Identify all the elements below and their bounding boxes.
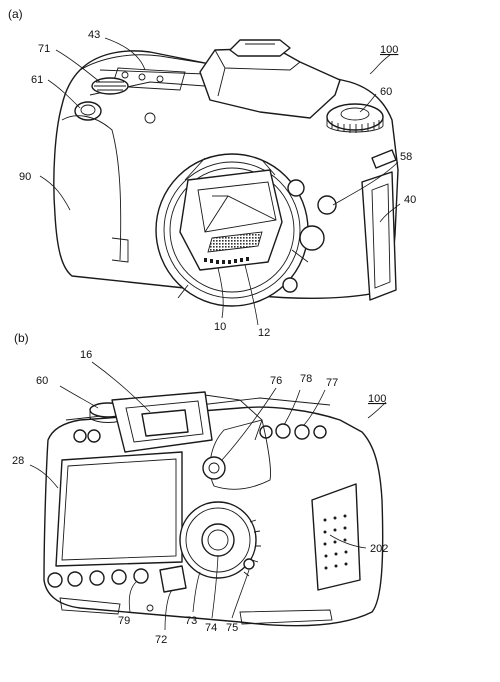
label-b-73: 73 xyxy=(185,615,197,627)
speaker-grille-b xyxy=(323,514,348,570)
label-a-60: 60 xyxy=(380,86,392,98)
label-a-61: 61 xyxy=(31,74,43,86)
label-a-58: 58 xyxy=(400,151,412,163)
panel-b-label: (b) xyxy=(14,331,29,345)
label-b-72: 72 xyxy=(155,634,167,646)
label-a-43: 43 xyxy=(88,29,100,41)
joystick-b xyxy=(202,456,226,480)
label-b-60: 60 xyxy=(36,375,48,387)
label-b-76: 76 xyxy=(270,375,282,387)
label-b-28: 28 xyxy=(12,455,24,467)
label-b-78: 78 xyxy=(300,373,312,385)
lens-release-a xyxy=(317,195,337,215)
label-a-90: 90 xyxy=(19,171,31,183)
panel-a-label: (a) xyxy=(8,7,23,21)
label-a-100: 100 xyxy=(380,44,398,56)
panel-b: (b) xyxy=(12,331,388,646)
rear-lcd-b xyxy=(55,451,183,567)
label-a-71: 71 xyxy=(38,43,50,55)
hot-shoe-a xyxy=(229,39,291,57)
label-b-75: 75 xyxy=(226,622,238,634)
mirror-box-a xyxy=(179,169,283,271)
label-b-79: 79 xyxy=(118,615,130,627)
label-b-77: 77 xyxy=(326,377,338,389)
label-b-100: 100 xyxy=(368,393,386,405)
mount-contacts-a xyxy=(204,257,249,264)
label-a-10: 10 xyxy=(214,321,226,333)
panel-a: (a) xyxy=(8,7,416,339)
label-b-202: 202 xyxy=(370,543,388,555)
label-a-12: 12 xyxy=(258,327,270,339)
set-button-b xyxy=(201,523,235,557)
label-b-16: 16 xyxy=(80,349,92,361)
label-b-74: 74 xyxy=(205,622,217,634)
label-a-40: 40 xyxy=(404,194,416,206)
side-panel-b xyxy=(311,483,361,591)
